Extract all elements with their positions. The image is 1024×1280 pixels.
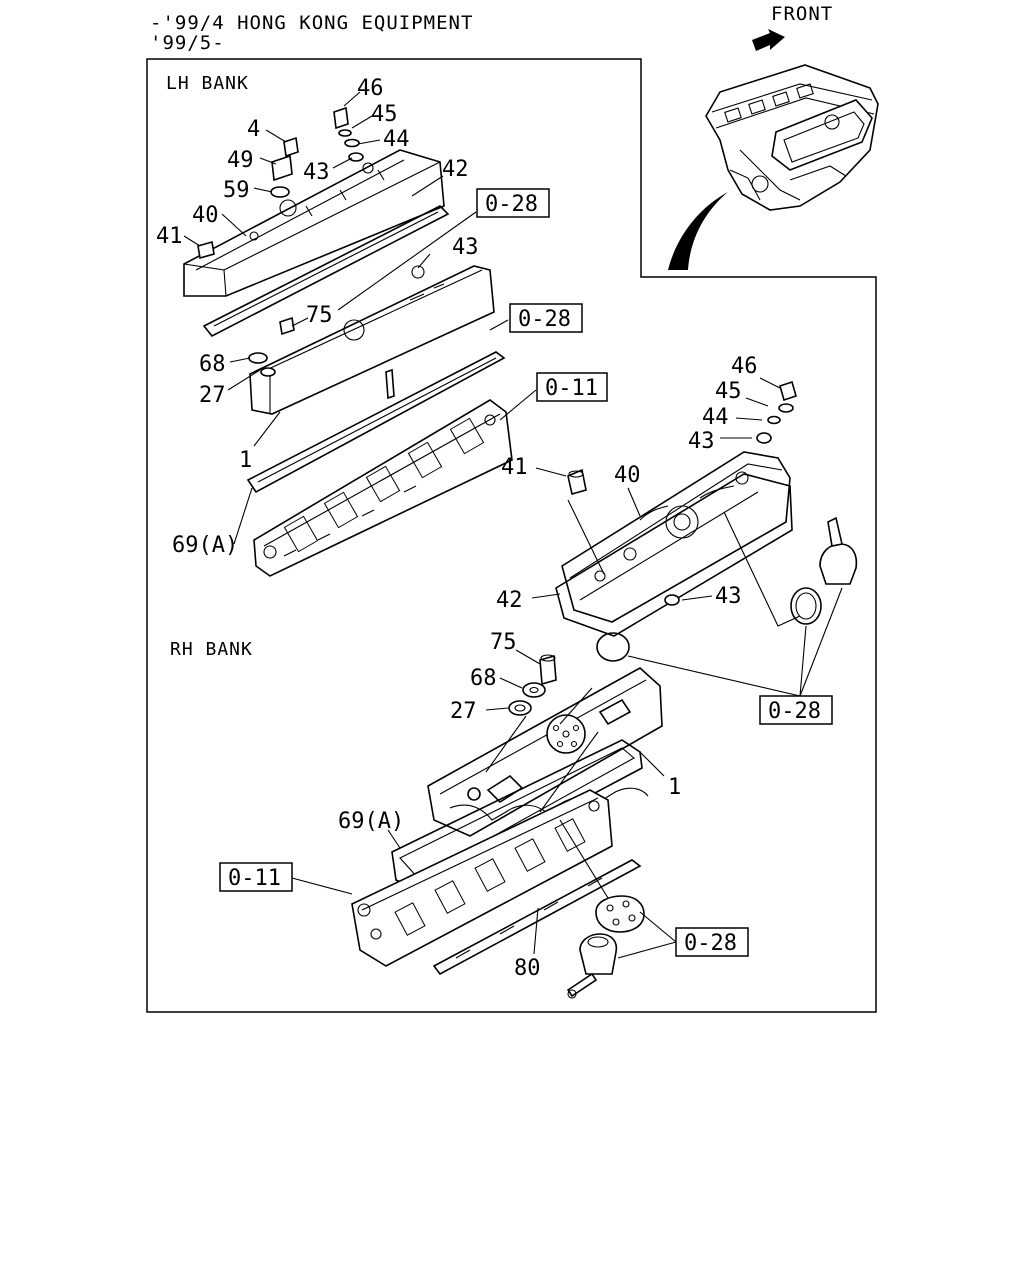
callout-lh-69a: 69(A): [172, 533, 238, 558]
callout-lh-27: 27: [199, 383, 226, 408]
front-arrow-icon: [752, 29, 785, 51]
callout-lh-46: 46: [357, 76, 384, 101]
lh-bank-illustration: [183, 91, 537, 577]
callout-rh-41: 41: [501, 455, 528, 480]
callout-rh-42: 42: [496, 588, 523, 613]
callout-rh-45: 45: [715, 379, 742, 404]
callout-lh-49: 49: [227, 148, 254, 173]
callout-rh-43b: 43: [715, 584, 742, 609]
callout-lh-75: 75: [306, 303, 333, 328]
front-label: FRONT: [771, 3, 833, 25]
ref-028-b-label: 0-28: [518, 307, 571, 332]
lh-bank-label: LH BANK: [166, 73, 249, 94]
ref-box-011-b[interactable]: 0-11: [219, 862, 293, 892]
header-line-2: '99/5-: [150, 32, 225, 54]
callout-rh-40: 40: [614, 463, 641, 488]
callout-lh-43a: 43: [303, 160, 330, 185]
ref-box-028-d[interactable]: 0-28: [675, 927, 749, 957]
callout-rh-1: 1: [668, 775, 681, 800]
callout-rh-44: 44: [702, 405, 729, 430]
ref-028-a-label: 0-28: [485, 192, 538, 217]
callout-lh-40: 40: [192, 203, 219, 228]
callout-rh-68: 68: [470, 666, 497, 691]
callout-lh-44: 44: [383, 127, 410, 152]
pointer-arrow-icon: [668, 192, 728, 270]
ref-box-011-a[interactable]: 0-11: [536, 372, 608, 402]
engine-inset-illustration: FRONT: [668, 3, 879, 270]
callout-lh-1: 1: [239, 448, 252, 473]
ref-box-028-b[interactable]: 0-28: [509, 303, 583, 333]
header-line-1: -'99/4 HONG KONG EQUIPMENT: [150, 12, 473, 34]
callout-rh-46: 46: [731, 354, 758, 379]
callout-rh-69a: 69(A): [338, 809, 404, 834]
rh-bank-label: RH BANK: [170, 639, 253, 660]
callout-lh-42: 42: [442, 157, 469, 182]
callout-lh-4: 4: [247, 117, 260, 142]
callout-rh-80: 80: [514, 956, 541, 981]
callout-lh-41: 41: [156, 224, 183, 249]
diagram-frame: [146, 58, 877, 1013]
callout-rh-75: 75: [490, 630, 517, 655]
ref-box-028-c[interactable]: 0-28: [759, 695, 833, 725]
callout-lh-68: 68: [199, 352, 226, 377]
ref-011-b-label: 0-11: [228, 866, 281, 891]
callout-lh-45: 45: [371, 102, 398, 127]
callout-lh-59: 59: [223, 178, 250, 203]
callout-rh-27: 27: [450, 699, 477, 724]
ref-028-c-label: 0-28: [768, 699, 821, 724]
ref-box-028-a[interactable]: 0-28: [476, 188, 550, 218]
ref-028-d-label: 0-28: [684, 931, 737, 956]
callout-rh-43a: 43: [688, 429, 715, 454]
ref-011-a-label: 0-11: [545, 376, 598, 401]
rh-bank-illustration: [291, 377, 858, 999]
callout-lh-43b: 43: [452, 235, 479, 260]
